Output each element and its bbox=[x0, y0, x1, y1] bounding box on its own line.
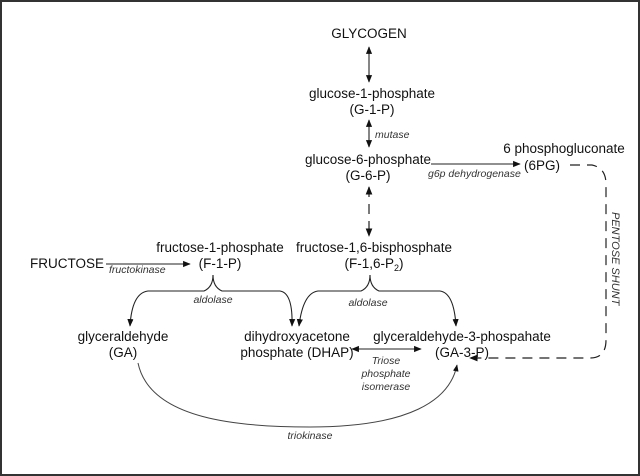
arrow-pentose-shunt bbox=[469, 164, 607, 362]
node-ga-name: glyceraldehyde bbox=[78, 329, 169, 344]
f16p2-abbr-main: (F-1,6-P bbox=[344, 256, 394, 271]
node-g1p-name: glucose-1-phosphate bbox=[309, 86, 435, 101]
enzyme-tpi-line3: isomerase bbox=[362, 381, 411, 393]
arrow-ga-ga3p-triokinase bbox=[137, 362, 459, 428]
enzyme-g6p-dehydrogenase: g6p dehydrogenase bbox=[428, 168, 521, 180]
node-ga3p-name: glyceraldehyde-3-phospahate bbox=[373, 329, 551, 344]
node-f1p-name: fructose-1-phosphate bbox=[156, 240, 284, 255]
node-f16p2-abbr: (F-1,6-P2) bbox=[344, 256, 403, 273]
node-g6p-name: glucose-6-phosphate bbox=[305, 152, 431, 167]
label-pentose-shunt: PENTOSE SHUNT bbox=[609, 212, 621, 307]
f16p2-abbr-subscript: 2 bbox=[394, 263, 399, 273]
enzyme-tpi-line2: phosphate bbox=[360, 368, 410, 380]
enzyme-tpi-line1: Triose bbox=[372, 355, 401, 367]
enzyme-mutase: mutase bbox=[375, 129, 410, 141]
arrow-aldolase-f16p2-to-ga3p bbox=[369, 274, 459, 327]
enzyme-aldolase-right: aldolase bbox=[348, 297, 387, 309]
node-f1p-abbr: (F-1-P) bbox=[199, 256, 242, 271]
node-ga-abbr: (GA) bbox=[109, 345, 138, 360]
enzyme-aldolase-left: aldolase bbox=[193, 294, 232, 306]
node-glycogen: GLYCOGEN bbox=[331, 26, 407, 41]
f16p2-abbr-end: ) bbox=[399, 256, 404, 271]
node-f16p2-name: fructose-1,6-bisphosphate bbox=[296, 240, 452, 255]
node-6pg-name: 6 phosphogluconate bbox=[503, 141, 625, 156]
enzyme-fructokinase: fructokinase bbox=[109, 264, 166, 276]
node-fructose: FRUCTOSE bbox=[30, 256, 104, 271]
arrow-aldolase-f1p-to-dhap bbox=[212, 274, 296, 327]
enzyme-triokinase: triokinase bbox=[288, 430, 333, 442]
arrow-aldolase-f16p2-to-dhap bbox=[296, 274, 371, 327]
node-dhap-name: dihydroxyacetone bbox=[244, 329, 350, 344]
node-g6p-abbr: (G-6-P) bbox=[346, 168, 391, 183]
node-g1p-abbr: (G-1-P) bbox=[350, 102, 395, 117]
node-6pg-abbr: (6PG) bbox=[524, 158, 560, 173]
arrow-aldolase-f1p-to-ga bbox=[127, 274, 214, 327]
node-dhap-abbr: phosphate (DHAP) bbox=[240, 345, 353, 360]
